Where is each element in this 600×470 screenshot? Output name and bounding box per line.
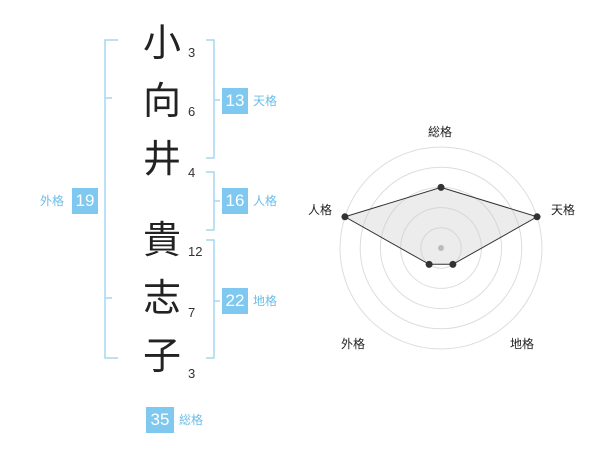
stroke-count-1: 3 — [188, 45, 196, 60]
soukaku-badge: 35 — [146, 407, 174, 433]
radar-point-1 — [437, 183, 445, 191]
jinkaku-badge: 16 — [222, 188, 248, 214]
chikaku-badge: 22 — [222, 288, 248, 314]
soukaku-label: 総格 — [179, 413, 204, 427]
radar-ring-1 — [420, 227, 462, 269]
name-char-4: 貴 — [142, 218, 181, 262]
stroke-count-6: 3 — [188, 366, 196, 381]
axis-label-soukaku: 総格 — [428, 125, 453, 139]
radar-points — [341, 183, 541, 268]
axis-label-jinkaku: 人格 — [308, 203, 333, 217]
radar-center-dot — [438, 245, 444, 251]
radar-ring-4 — [359, 166, 523, 330]
axis-label-tenkaku: 天格 — [551, 203, 576, 217]
gaikaku-badge: 19 — [72, 188, 98, 214]
tenkaku-badge: 13 — [222, 88, 248, 114]
radar-point-2 — [533, 213, 541, 221]
name-char-5: 志 — [142, 276, 181, 320]
stroke-count-5: 7 — [188, 305, 196, 320]
tenkaku-label: 天格 — [253, 94, 278, 108]
gaikaku-label: 外格 — [40, 194, 65, 208]
name-char-2: 向 — [142, 79, 181, 123]
stroke-count-3: 4 — [188, 165, 196, 180]
radar-point-5 — [341, 213, 349, 221]
name-char-3: 井 — [142, 137, 181, 181]
chikaku-label: 地格 — [253, 294, 278, 308]
stroke-count-4: 12 — [188, 244, 203, 259]
jinkaku-label: 人格 — [253, 194, 278, 208]
radar-point-4 — [425, 260, 433, 268]
radar-area — [343, 186, 539, 265]
axis-label-chikaku: 地格 — [510, 337, 535, 351]
stroke-count-2: 6 — [188, 104, 196, 119]
radar-ring-5 — [339, 146, 543, 350]
radar-point-3 — [449, 260, 457, 268]
name-char-1: 小 — [142, 21, 181, 65]
name-char-6: 子 — [142, 334, 181, 378]
axis-label-gaikaku: 外格 — [341, 337, 366, 351]
